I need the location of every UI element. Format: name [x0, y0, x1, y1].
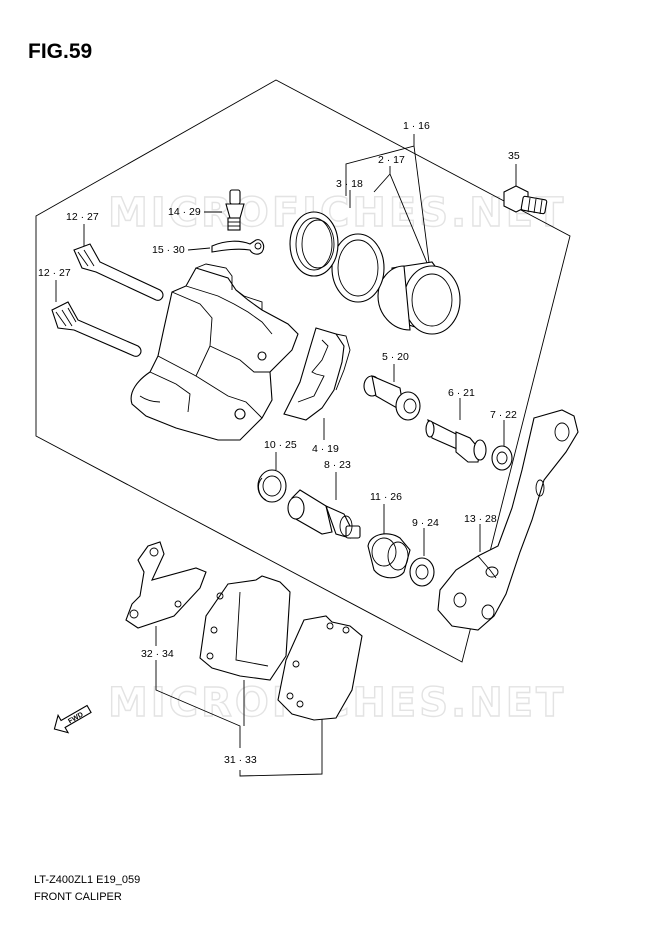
- caliper-bracket: [437, 409, 579, 631]
- washer-b: [409, 557, 435, 587]
- callout-9-24: 9 · 24: [412, 517, 439, 529]
- model-code: LT-Z400ZL1 E19_059: [34, 874, 141, 886]
- callout-11-26: 11 · 26: [370, 491, 402, 503]
- sleeve: [363, 375, 421, 421]
- callout-2-17: 2 · 17: [378, 154, 405, 166]
- callout-5-20: 5 · 20: [382, 351, 409, 363]
- pad-spring: [283, 327, 351, 421]
- callout-35: 35: [508, 150, 520, 162]
- callout-15-30: 15 · 30: [152, 244, 185, 256]
- callout-7-22: 7 · 22: [490, 409, 517, 421]
- brake-pad-rear: [199, 575, 291, 681]
- callout-3-18: 3 · 18: [336, 178, 363, 190]
- callout-10-25: 10 · 25: [264, 439, 297, 451]
- brake-pad-front: [277, 615, 363, 721]
- bleeder-cap: [211, 239, 265, 255]
- caliper-body: [130, 263, 299, 441]
- boot-b: [367, 533, 411, 579]
- callout-32-34: 32 · 34: [141, 648, 174, 660]
- mounting-bolt: [503, 185, 548, 215]
- callout-1-16: 1 · 16: [403, 120, 430, 132]
- callout-31-33: 31 · 33: [224, 754, 257, 766]
- piston-seal: [331, 233, 385, 303]
- callout-labels: 1 · 16 2 · 17 3 · 18 35 14 · 29 15 · 30 …: [38, 120, 520, 766]
- callout-12-27-upper: 12 · 27: [66, 211, 99, 223]
- boot-a: [257, 469, 287, 503]
- pad-shim: [125, 541, 207, 629]
- dust-seal: [289, 211, 339, 277]
- slide-pin-upper: [73, 243, 164, 301]
- slide-pin-lower: [51, 301, 142, 357]
- caliper-piston: [377, 261, 461, 335]
- callout-6-21: 6 · 21: [448, 387, 475, 399]
- washer-a: [491, 445, 513, 471]
- caliper-pin: [425, 418, 487, 463]
- callout-lines: [55, 134, 517, 777]
- bleeder-valve: [225, 189, 245, 231]
- callout-12-27-lower: 12 · 27: [38, 267, 71, 279]
- callout-13-28: 13 · 28: [464, 513, 497, 525]
- sleeve-pin: [287, 489, 361, 539]
- callout-14-29: 14 · 29: [168, 206, 201, 218]
- callout-8-23: 8 · 23: [324, 459, 351, 471]
- figure-title: FIG.59: [28, 40, 93, 63]
- forward-arrow-label: FWD: [67, 711, 84, 725]
- callout-4-19: 4 · 19: [312, 443, 339, 455]
- assembly-boundary: [35, 79, 571, 663]
- diagram-caption: FRONT CALIPER: [34, 891, 122, 903]
- forward-arrow-icon: FWD: [53, 704, 92, 734]
